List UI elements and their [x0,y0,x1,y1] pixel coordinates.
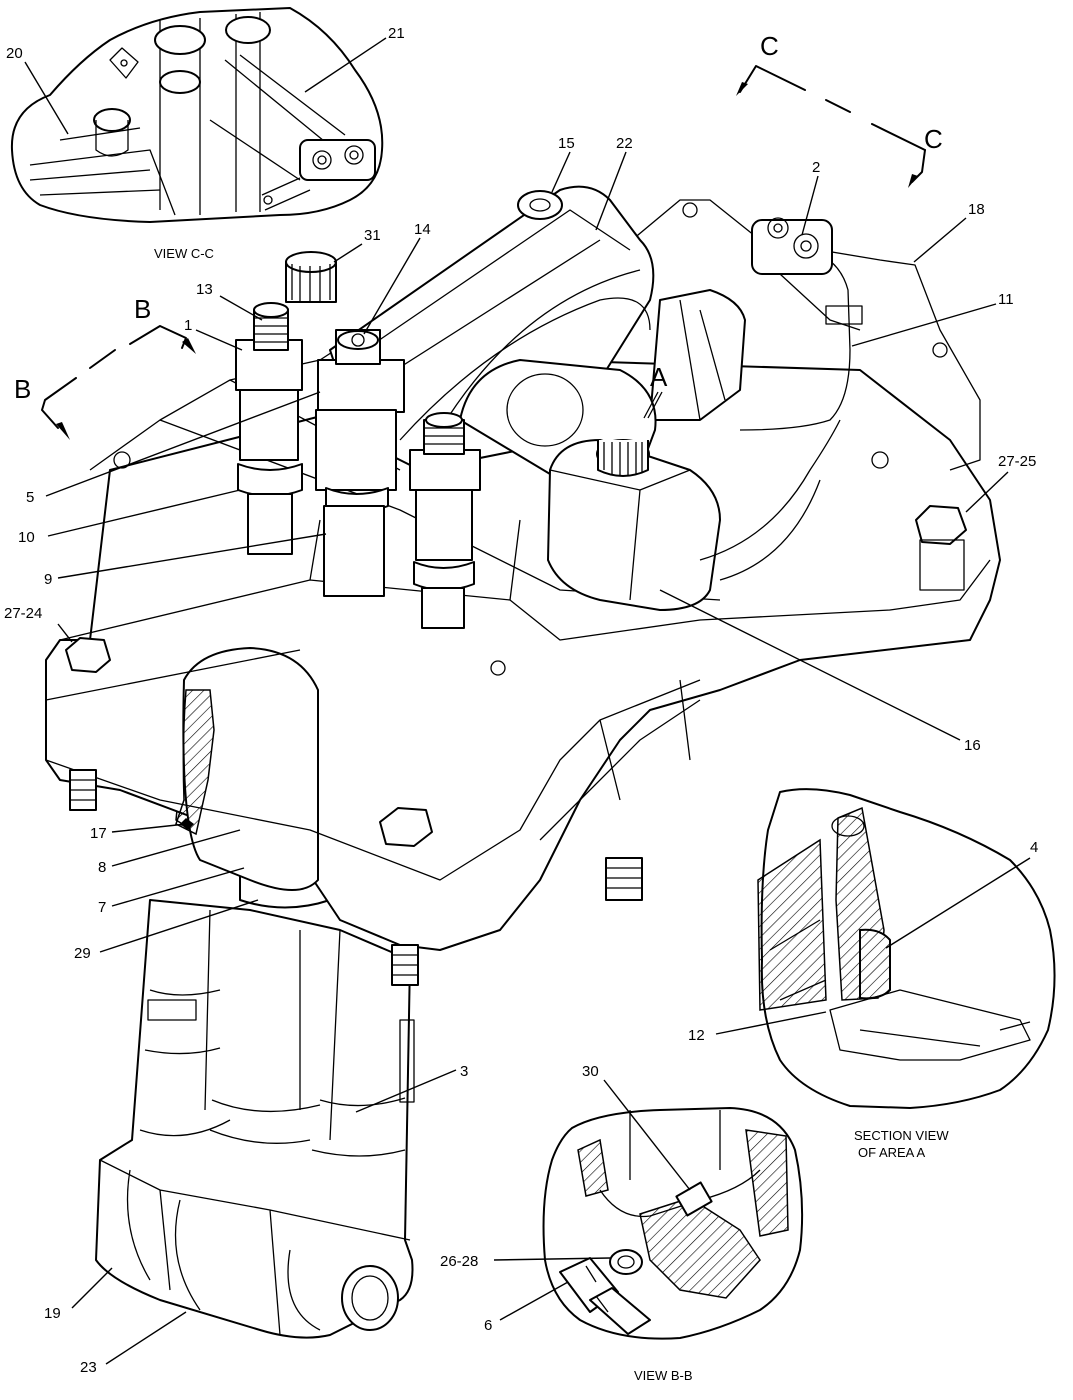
section-line-bb [41,325,196,440]
leader-26-28 [493,1257,611,1261]
leader-20 [24,61,69,135]
leader-19 [71,1267,113,1309]
callout-31: 31 [364,227,381,244]
callout-30: 30 [582,1063,599,1080]
section-a-label: A [650,362,668,392]
section-c-label-top: C [760,31,779,61]
section-a-pointer [643,391,663,419]
callout-18: 18 [968,201,985,218]
section-line-cc [736,65,926,188]
callout-7: 7 [98,899,106,916]
marker-17 [180,818,194,830]
leader-13 [219,295,263,321]
section-c-label-right: C [924,124,943,154]
view-bb-inset [542,1107,804,1340]
leader-11 [851,303,997,347]
leader-29 [99,899,259,953]
leader-5 [45,391,321,497]
callout-22: 22 [616,135,633,152]
leader-4 [885,857,1031,949]
callout-20: 20 [6,45,23,62]
callout-2: 2 [812,159,820,176]
callout-1: 1 [184,317,192,334]
section-a-caption-line2: OF AREA A [858,1145,926,1160]
leader-12 [715,1011,827,1035]
leader-1 [195,329,243,351]
leader-22 [595,151,627,231]
view-cc-inset [10,7,384,223]
callout-11: 11 [998,291,1014,308]
leader-16 [659,589,961,741]
callout-13: 13 [196,281,213,298]
main-assembly [45,185,1001,1339]
callout-16: 16 [964,737,981,754]
leader-18 [913,217,967,263]
leader-3 [355,1069,457,1113]
callout-27-25: 27-25 [998,453,1036,470]
section-b-label-top: B [134,294,151,324]
callout-8: 8 [98,859,106,876]
callout-14: 14 [414,221,431,238]
housing-bolts [65,202,967,986]
view-bb-caption: VIEW B-B [634,1368,693,1383]
leader-9 [57,533,327,579]
callout-12: 12 [688,1027,705,1044]
callout-4: 4 [1030,839,1038,856]
leader-27-25 [965,471,1009,513]
callout-17: 17 [90,825,107,842]
injector-stems [235,251,481,629]
leader-6 [499,1281,569,1321]
callout-10: 10 [18,529,35,546]
leader-23 [105,1311,187,1365]
leader-30 [603,1079,691,1191]
leader-14 [363,237,421,335]
callout-29: 29 [74,945,91,962]
callout-21: 21 [388,25,405,42]
callout-9: 9 [44,571,52,588]
leader-15 [551,151,571,193]
callout-23: 23 [80,1359,97,1376]
leader-8 [111,829,241,867]
callout-15: 15 [558,135,575,152]
leader-2 [801,175,819,236]
view-cc-caption: VIEW C-C [154,246,214,261]
leader-21 [304,37,387,93]
leader-17 [111,823,187,833]
callout-5: 5 [26,489,34,506]
leader-7 [111,867,245,907]
leader-31 [333,243,363,263]
leader-27-24 [57,623,73,643]
callout-3: 3 [460,1063,468,1080]
section-view-area-a [757,788,1056,1109]
callout-6: 6 [484,1317,492,1334]
callout-27-24: 27-24 [4,605,42,622]
section-a-caption-line1: SECTION VIEW [854,1128,949,1143]
section-b-label-left: B [14,374,31,404]
callout-19: 19 [44,1305,61,1322]
callout-26-28: 26-28 [440,1253,478,1270]
leader-10 [47,489,241,537]
